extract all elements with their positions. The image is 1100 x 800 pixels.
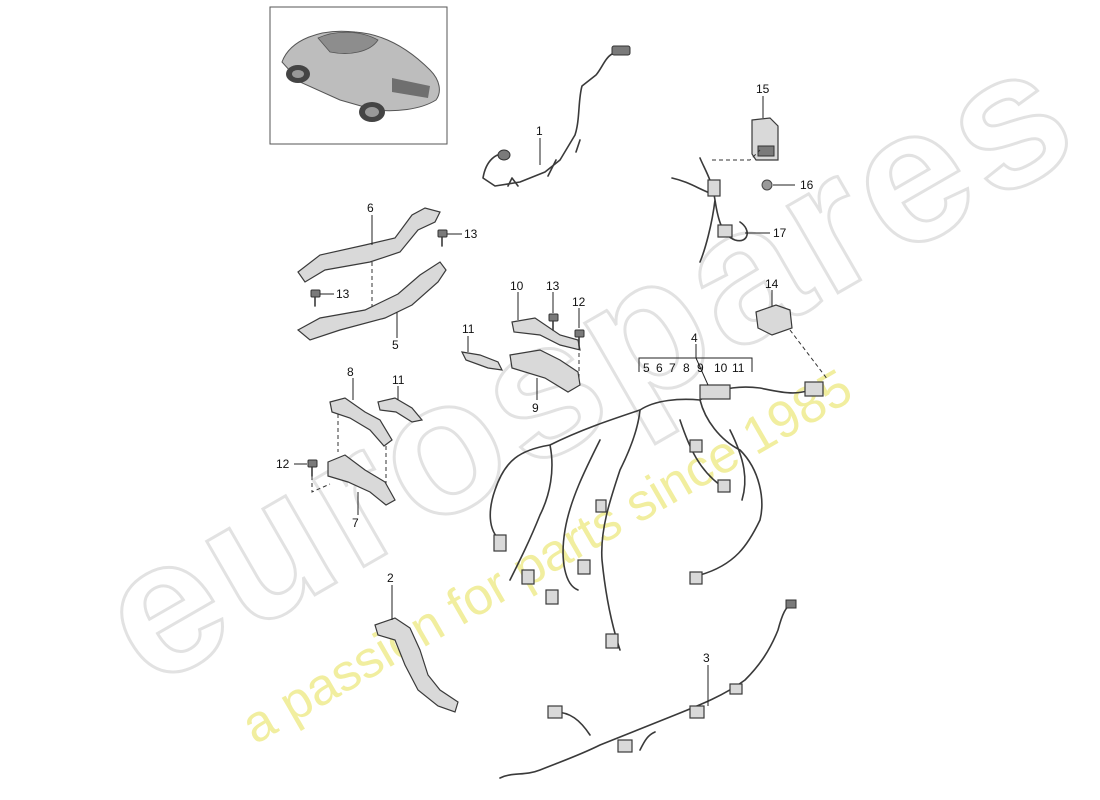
callout-12: 12 xyxy=(572,295,586,309)
group4-sub-6: 6 xyxy=(656,361,663,375)
car-icon xyxy=(281,30,440,122)
callout-9: 9 xyxy=(532,401,539,415)
callout-13: 13 xyxy=(464,227,478,241)
part-2-bracket[interactable] xyxy=(374,617,459,713)
group4-sub-9: 9 xyxy=(697,361,704,375)
part-14-connector[interactable] xyxy=(755,304,793,336)
callout-15: 15 xyxy=(756,82,770,96)
callout-13c: 13 xyxy=(546,279,560,293)
callout-1: 1 xyxy=(536,124,543,138)
part-6-bracket[interactable] xyxy=(297,207,441,283)
callout-7: 7 xyxy=(352,516,359,530)
part-12-bolt-b[interactable] xyxy=(307,459,318,477)
group4-sub-5: 5 xyxy=(643,361,650,375)
group4-sub-10: 10 xyxy=(714,361,728,375)
callout-16: 16 xyxy=(800,178,814,192)
group-4-sublabels: 5 6 7 8 9 10 11 xyxy=(643,361,745,375)
part-1-cable[interactable] xyxy=(482,45,631,187)
part-7-bracket[interactable] xyxy=(327,454,396,506)
callout-17: 17 xyxy=(773,226,787,240)
callout-11: 11 xyxy=(462,322,475,336)
watermark: eurospares a passion for parts since 198… xyxy=(63,0,1100,755)
part-11-clip-a[interactable] xyxy=(460,351,504,371)
callout-2: 2 xyxy=(387,571,394,585)
part-8-bracket[interactable] xyxy=(329,397,393,447)
part-13-bolt-b[interactable] xyxy=(310,289,321,307)
group4-sub-7: 7 xyxy=(669,361,676,375)
part-9-bracket[interactable] xyxy=(509,349,581,393)
part-4-main-harness[interactable] xyxy=(489,381,824,651)
callout-6: 6 xyxy=(367,201,374,215)
callout-5: 5 xyxy=(392,338,399,352)
group4-sub-8: 8 xyxy=(683,361,690,375)
part-12-bolt-a[interactable] xyxy=(574,329,585,347)
part-5-bracket[interactable] xyxy=(296,261,447,341)
callout-4: 4 xyxy=(691,331,698,345)
part-16-nut[interactable] xyxy=(761,179,773,191)
part-13-bolt-a[interactable] xyxy=(437,229,448,247)
part-15-module[interactable] xyxy=(751,117,779,161)
car-thumbnail[interactable] xyxy=(269,6,448,145)
watermark-brand: eurospares xyxy=(65,0,1100,726)
callout-14: 14 xyxy=(765,277,779,291)
group4-sub-11: 11 xyxy=(732,361,745,375)
callout-3: 3 xyxy=(703,651,710,665)
callout-11b: 11 xyxy=(392,373,405,387)
callout-8: 8 xyxy=(347,365,354,379)
callout-10: 10 xyxy=(510,279,524,293)
part-10-bracket[interactable] xyxy=(511,317,581,351)
part-13-bolt-c[interactable] xyxy=(548,313,559,331)
callout-12b: 12 xyxy=(276,457,290,471)
part-3-cable[interactable] xyxy=(499,599,797,779)
callout-13b: 13 xyxy=(336,287,350,301)
part-17-harness[interactable] xyxy=(671,149,761,263)
